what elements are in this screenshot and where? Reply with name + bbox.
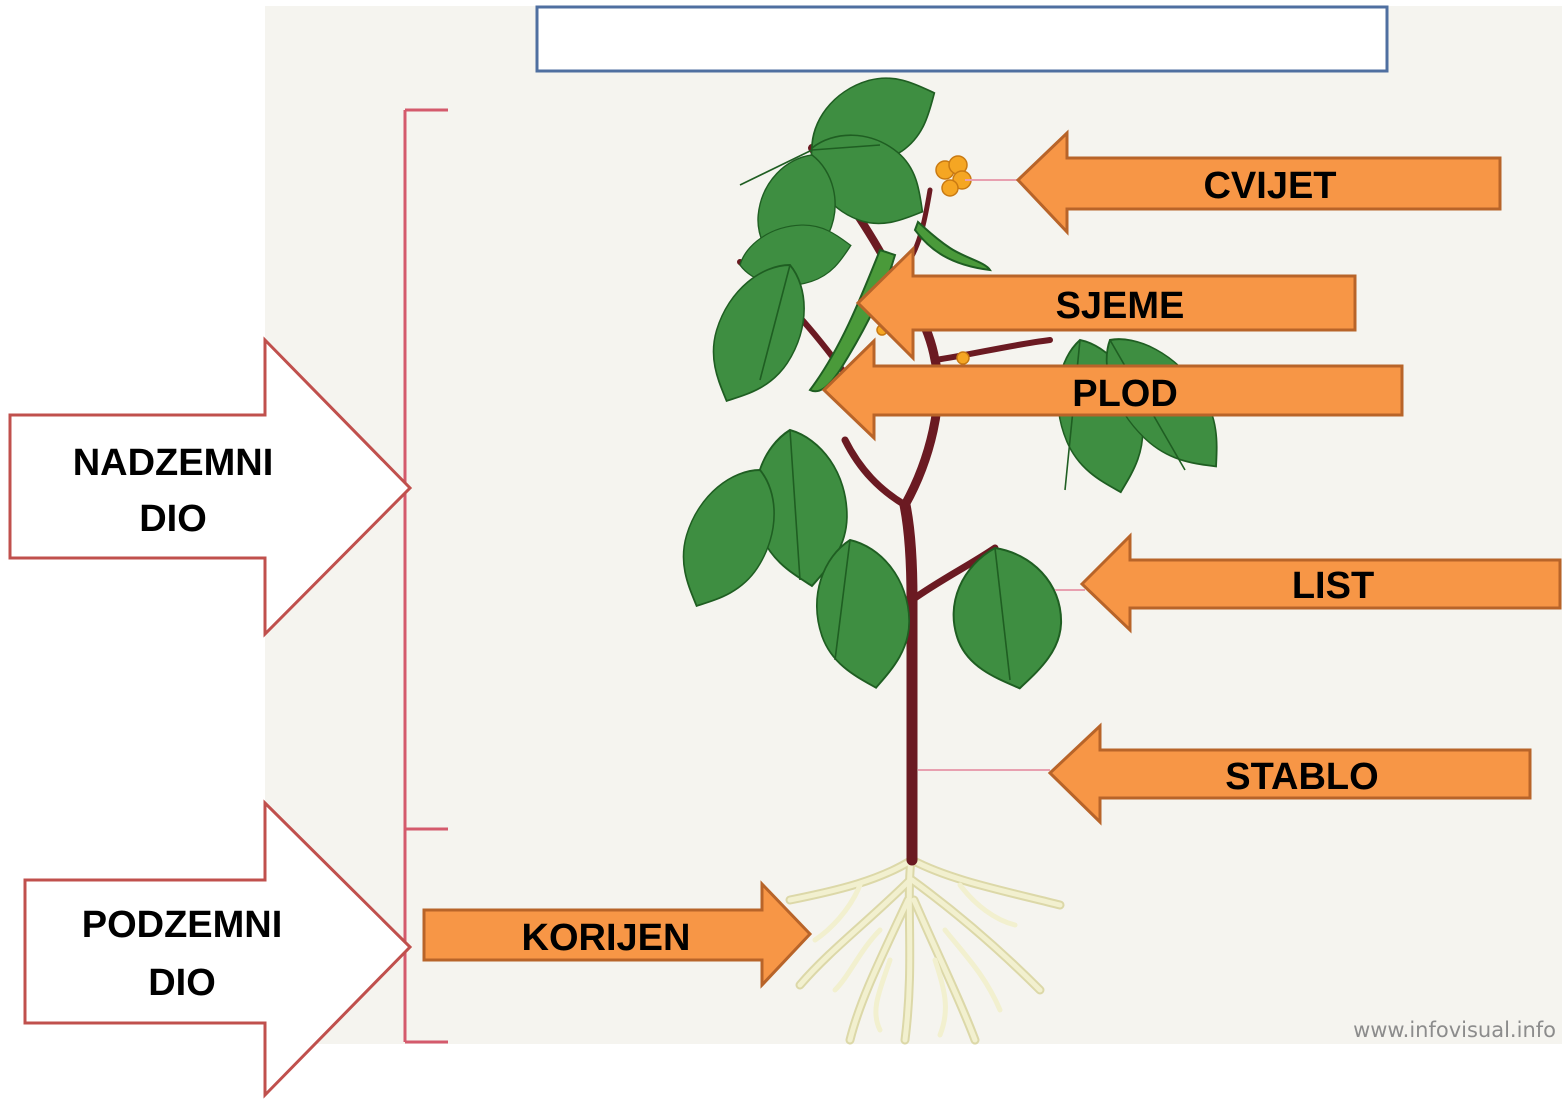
pointer-lines: [918, 179, 1085, 771]
flower-label-arrow: CVIJET: [1015, 129, 1502, 236]
below-ground-label-line1: PODZEMNI: [82, 904, 283, 946]
seed-label-arrow: SJEME: [855, 245, 1357, 362]
flower-icon: [876, 155, 972, 365]
below-ground-label-line2: DIO: [148, 962, 216, 1004]
root-label-arrow: KORIJEN: [422, 880, 813, 989]
above-ground-label-line1: NADZEMNI: [73, 442, 274, 484]
below-ground-section-arrow: PODZEMNI DIO: [23, 799, 413, 1099]
above-ground-label-line2: DIO: [139, 498, 207, 540]
height-bracket: [403, 108, 448, 1044]
stem-label-arrow: STABLO: [1047, 722, 1532, 826]
fruit-label-arrow: PLOD: [821, 337, 1404, 442]
stem-label: STABLO: [1225, 756, 1378, 798]
seed-label: SJEME: [1056, 285, 1185, 327]
root-label: KORIJEN: [522, 917, 691, 959]
leaf-label: LIST: [1292, 565, 1374, 607]
leaf-label-arrow: LIST: [1079, 532, 1562, 634]
watermark: www.infovisual.info: [1353, 1018, 1556, 1042]
plant-roots: [785, 845, 1065, 1045]
flower-label: CVIJET: [1203, 165, 1336, 207]
fruit-label: PLOD: [1072, 373, 1178, 415]
above-ground-section-arrow: NADZEMNI DIO: [8, 336, 413, 638]
title-box: [535, 5, 1389, 73]
